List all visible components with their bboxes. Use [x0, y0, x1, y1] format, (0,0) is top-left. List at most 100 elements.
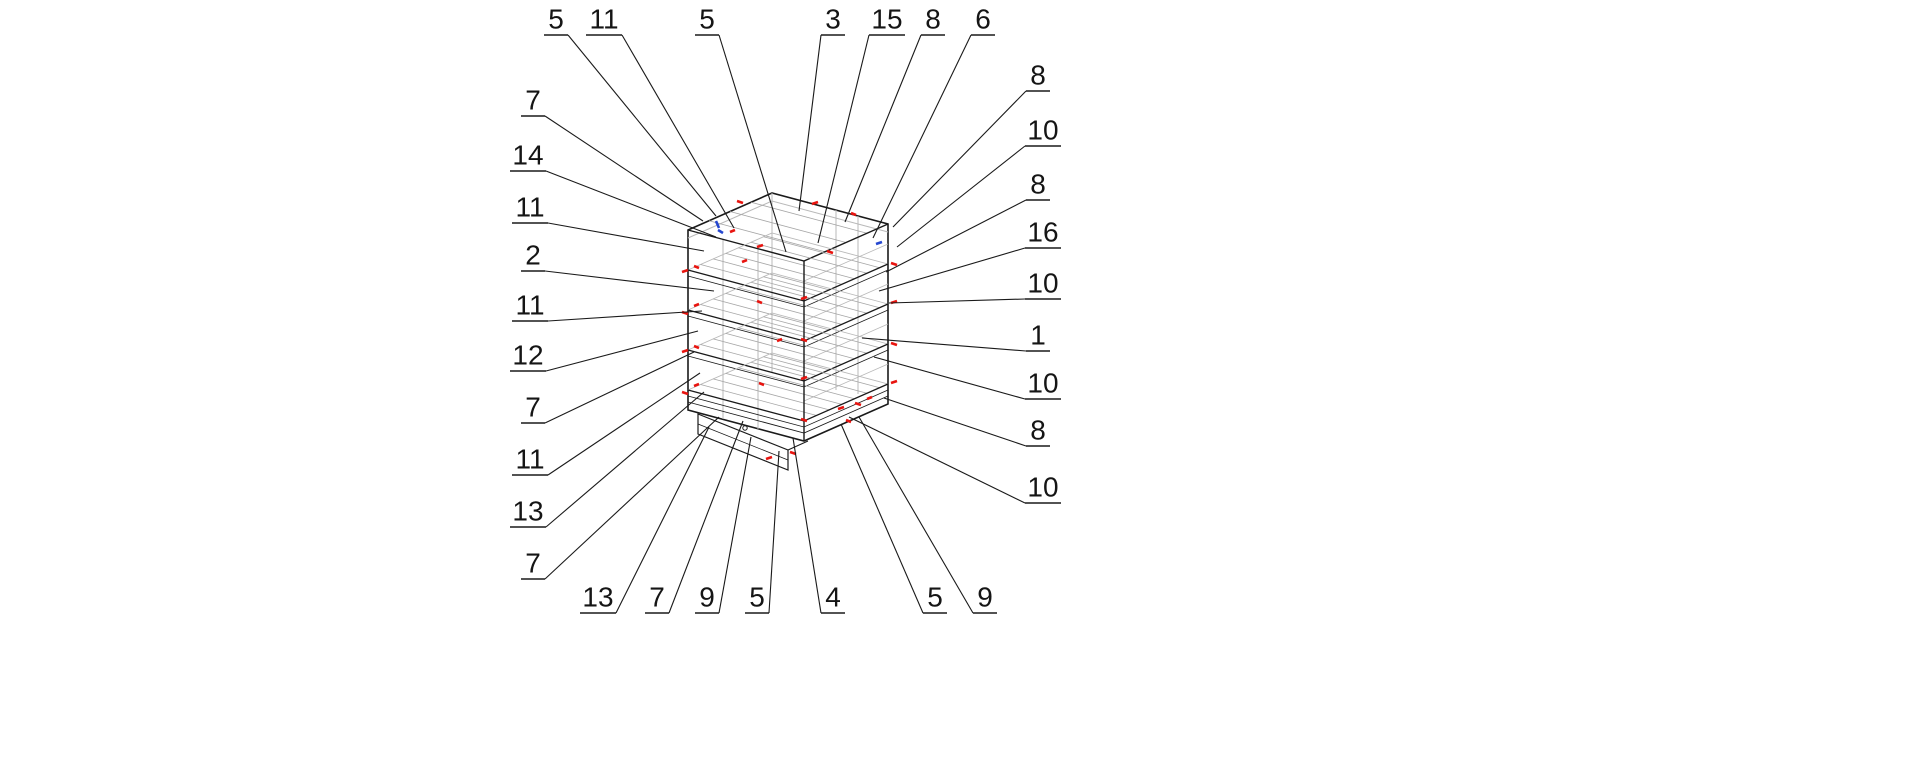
- shelf-slat: [750, 361, 868, 394]
- shelf-back-edges: [687, 352, 889, 391]
- top-face-slat: [750, 201, 868, 234]
- callout-leader-line: [798, 34, 822, 212]
- shelf-slat: [713, 338, 830, 371]
- callout-leader-line: [718, 436, 752, 614]
- callout-label: 11: [515, 192, 544, 223]
- top-face-slat: [708, 220, 826, 253]
- fastener-mark: [800, 295, 808, 301]
- fastener-mark: [837, 405, 845, 411]
- right-face-rail: [803, 323, 889, 362]
- fastener-mark: [693, 344, 700, 350]
- drawer-knob: [742, 425, 748, 431]
- fastener-mark: [736, 199, 744, 205]
- callout-label: 10: [1027, 368, 1058, 399]
- right-face-rail: [803, 283, 889, 322]
- callout-label: 3: [825, 4, 841, 35]
- callout-leader-line: [544, 270, 715, 292]
- right-face-rail: [803, 363, 889, 402]
- shelf-slat: [725, 332, 842, 365]
- fastener-mark: [890, 261, 898, 267]
- callout-label: 7: [525, 85, 541, 116]
- callout-label: 7: [525, 548, 541, 579]
- drawer-panel-line: [697, 423, 789, 461]
- callout-label: 10: [1027, 115, 1058, 146]
- callout-label: 5: [699, 4, 715, 35]
- callout-label: 8: [1030, 169, 1046, 200]
- shelf-slat: [713, 258, 830, 291]
- fastener-mark: [693, 302, 700, 308]
- shelf-slat: [725, 252, 842, 285]
- callout-leader-line: [858, 416, 974, 614]
- shelf-slat: [713, 298, 830, 331]
- fastener-mark: [681, 348, 689, 354]
- shelf-slat: [763, 356, 880, 389]
- callout-leader-line: [547, 310, 703, 322]
- fastener-mark: [765, 455, 773, 461]
- callout-label: 6: [975, 4, 991, 35]
- callout-label: 11: [515, 290, 544, 321]
- fastener-mark: [890, 341, 898, 347]
- shelf-back-edges: [687, 312, 889, 351]
- shelf-slat: [738, 367, 855, 400]
- callout-label: 5: [749, 582, 765, 613]
- callout-leader-line: [883, 397, 1027, 447]
- fastener-mark: [729, 228, 736, 234]
- callout-label: 10: [1027, 268, 1058, 299]
- detail-mark: [717, 228, 724, 235]
- callout-label: 8: [1030, 60, 1046, 91]
- callout-leader-line: [544, 351, 695, 424]
- callout-label: 16: [1027, 217, 1058, 248]
- shelf-slat: [700, 384, 817, 416]
- callout-leader-line: [545, 391, 705, 528]
- callout-label: 7: [649, 582, 665, 613]
- callout-label: 9: [977, 582, 993, 613]
- callout-label: 5: [927, 582, 943, 613]
- bottom-frame-line: [687, 395, 889, 434]
- callout-leader-line: [885, 199, 1027, 273]
- callout-leader-line: [544, 115, 704, 222]
- fastener-mark: [845, 418, 852, 424]
- fastener-mark: [826, 249, 834, 255]
- shelf-slat: [763, 316, 880, 349]
- shelf-slat: [713, 378, 830, 411]
- shelf-slat: [738, 327, 855, 360]
- shelf-slat: [725, 372, 842, 405]
- callout-leader-line: [545, 330, 699, 372]
- callout-leader-line: [545, 170, 717, 238]
- fastener-mark: [681, 268, 689, 274]
- callout-leader-line: [888, 298, 1026, 304]
- callout-leader-line: [547, 372, 701, 476]
- shelf-slat: [738, 247, 855, 280]
- callout-label: 11: [589, 4, 618, 35]
- drawer-slide: [787, 440, 809, 451]
- callout-leader-line: [872, 34, 972, 239]
- callout-leader-line: [792, 437, 822, 614]
- callout-label: 7: [525, 392, 541, 423]
- fastener-mark: [693, 264, 700, 270]
- callout-leader-line: [848, 416, 1026, 504]
- fastener-mark: [811, 200, 819, 206]
- shelf-slat: [700, 304, 817, 336]
- callout-leader-line: [718, 34, 787, 253]
- fastener-mark: [800, 337, 808, 343]
- shelf-slat: [763, 276, 880, 309]
- callout-label: 4: [825, 582, 841, 613]
- shelf-slat: [750, 281, 868, 314]
- fastener-mark: [756, 243, 764, 249]
- callout-leader-line: [896, 145, 1026, 248]
- callout-leader-line: [544, 416, 720, 580]
- fastener-mark: [850, 211, 857, 217]
- fastener-mark: [800, 417, 808, 423]
- callout-label: 11: [515, 444, 544, 475]
- top-frame-inner-line: [687, 200, 889, 239]
- right-face-rail: [803, 243, 889, 282]
- detail-mark: [875, 240, 883, 246]
- fastener-mark: [693, 382, 700, 388]
- cabinet-drawing: [687, 192, 889, 471]
- fastener-mark: [681, 390, 689, 396]
- callout-leader-line: [768, 450, 780, 614]
- shelf-slat: [700, 264, 817, 296]
